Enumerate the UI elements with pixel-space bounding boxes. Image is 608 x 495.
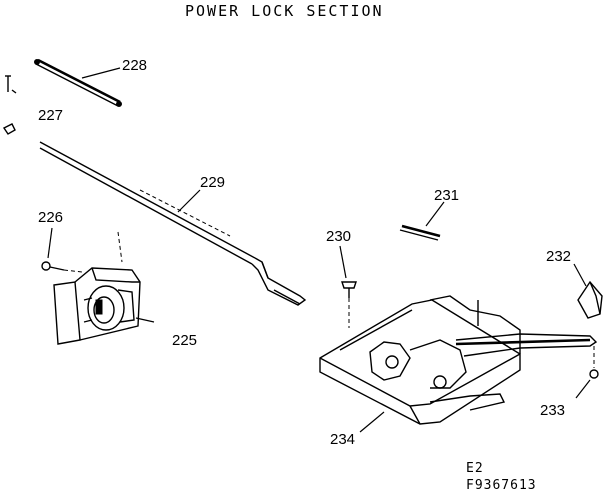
label-230: 230 [326, 228, 351, 245]
label-225: 225 [172, 332, 197, 349]
leader-226 [47, 227, 53, 259]
leader-234 [359, 411, 385, 433]
leader-229 [177, 189, 201, 213]
part-233-nut [589, 346, 599, 379]
label-232: 232 [546, 248, 571, 265]
part-228-rod [34, 58, 122, 107]
label-233: 233 [540, 402, 565, 419]
label-228: 228 [122, 57, 147, 74]
leader-231 [425, 201, 445, 227]
footer-code-1: E2 [466, 461, 484, 476]
leader-232 [573, 263, 587, 287]
leader-233 [575, 379, 591, 399]
part-230-screw [341, 281, 357, 328]
part-229-link-rod [39, 141, 307, 306]
leader-228 [81, 67, 121, 79]
part-227-clip [2, 123, 16, 135]
part-226-screw [41, 261, 83, 273]
part-225-actuator [53, 231, 141, 345]
label-229: 229 [200, 174, 225, 191]
footer-code-2: F9367613 [466, 478, 537, 493]
label-234: 234 [330, 431, 355, 448]
leader-225 [135, 317, 155, 323]
label-226: 226 [38, 209, 63, 226]
label-227: 227 [38, 107, 63, 124]
part-227-pin [5, 75, 17, 94]
part-232-knob [577, 280, 603, 319]
label-231: 231 [434, 187, 459, 204]
leader-230 [339, 245, 347, 279]
part-234-bracket [319, 295, 598, 425]
diagram-title: POWER LOCK SECTION [185, 2, 384, 20]
part-231-link [399, 224, 441, 241]
